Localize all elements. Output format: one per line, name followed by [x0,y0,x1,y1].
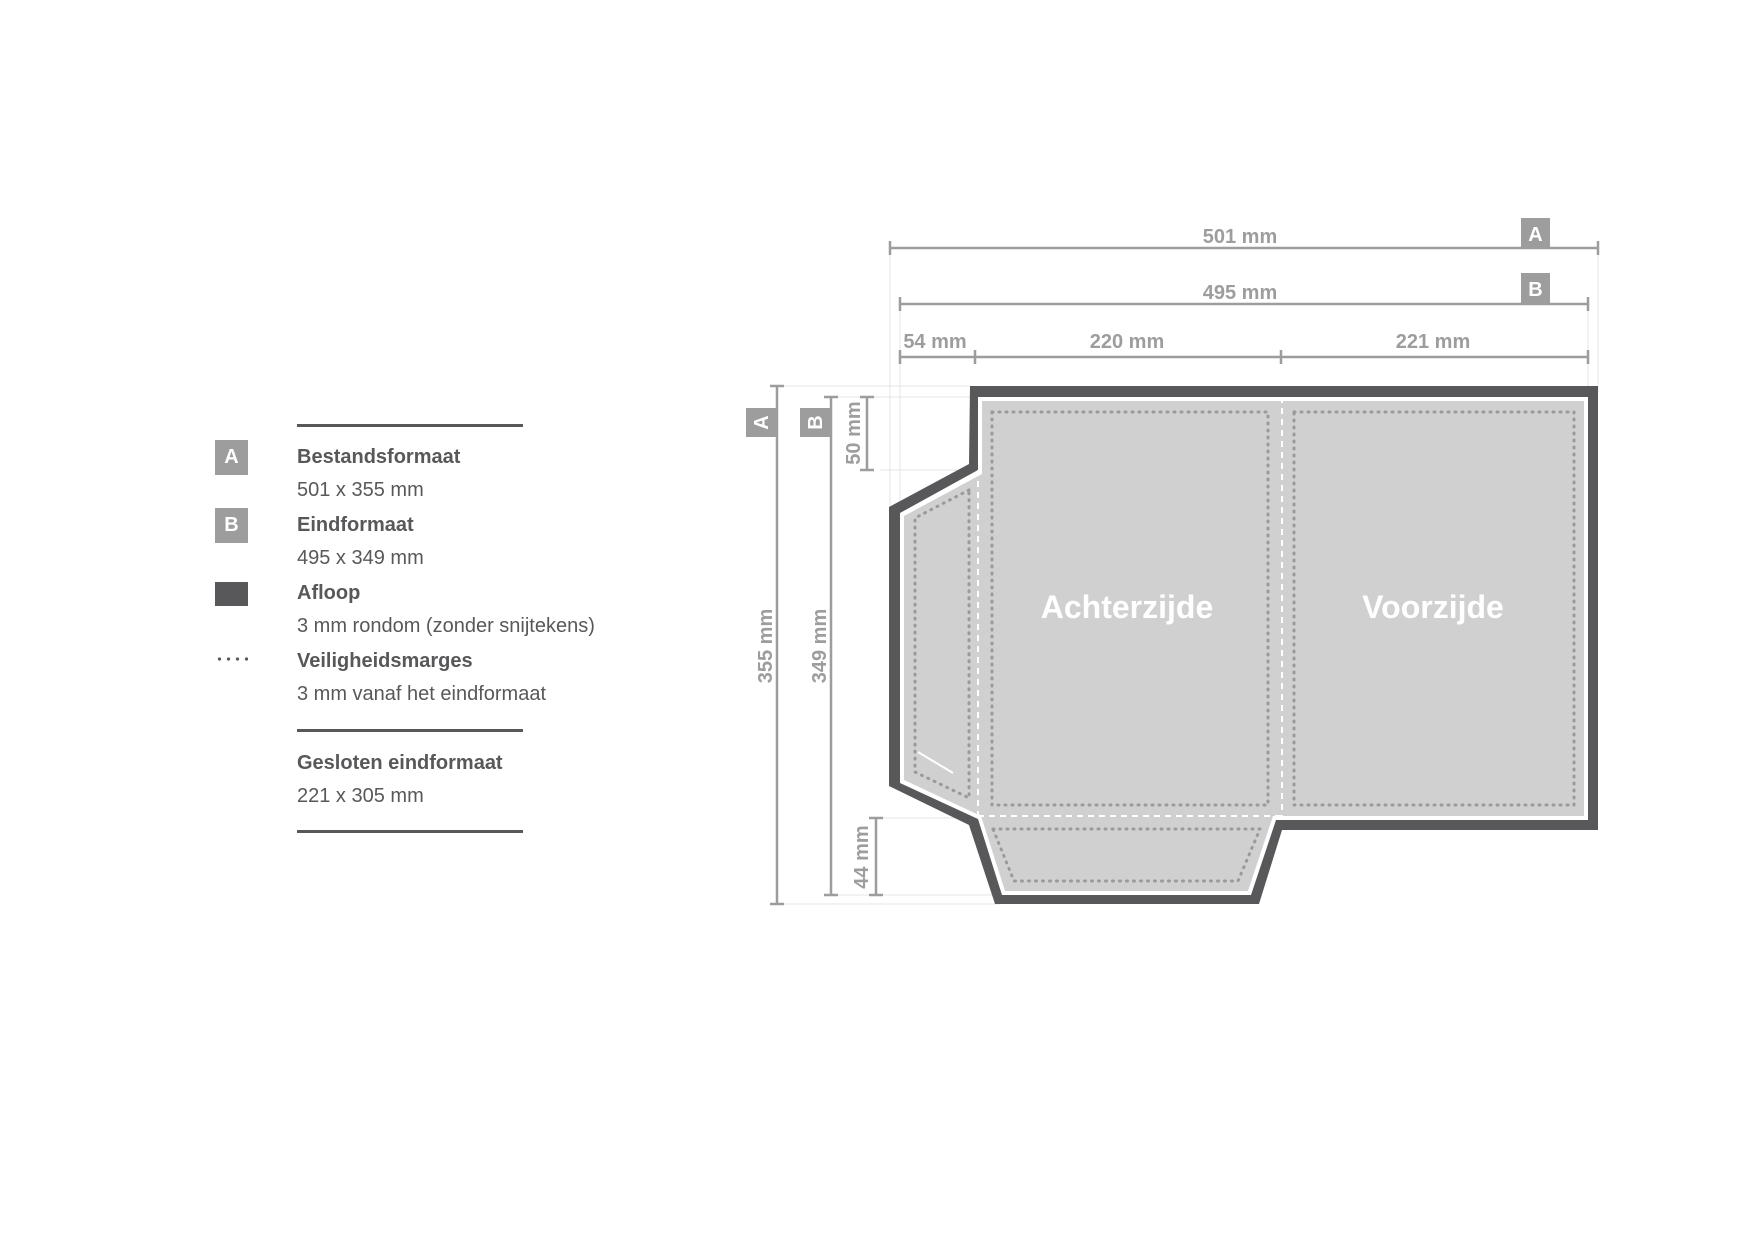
dim-back-width: 220 mm [1090,331,1165,353]
fold-lines [977,397,1283,817]
dim-height-b: 349 mm [809,609,831,684]
legend-bottom-rule [297,830,523,833]
dim-top-offset: 50 mm [843,401,865,464]
legend-label: Gesloten eindformaat [297,752,503,774]
safety-margin-lines [913,410,1576,883]
legend-label: Veiligheidsmarges [297,650,473,672]
panel-label-back: Achterzijde [1041,589,1213,625]
guide-lines [776,255,1599,905]
dim-flap-width: 54 mm [903,331,966,353]
dim-bottom-flap: 44 mm [851,825,873,888]
svg-text:A: A [1528,224,1542,246]
dim-width-a: 501 mm [1203,226,1278,248]
panel-label-front: Voorzijde [1362,589,1504,625]
legend-desc: 3 mm vanaf het eindformaat [297,683,547,705]
paper-fill [904,401,1584,891]
legend-mid-rule [297,729,523,732]
dimension-lines [770,241,1600,906]
dim-width-b: 495 mm [1203,282,1278,304]
legend-desc: 221 x 305 mm [297,785,424,807]
legend-top-rule [297,424,523,427]
badge-a: A [215,440,248,475]
badge-b-top: B [1521,273,1550,304]
legend-label: Bestandsformaat [297,446,461,468]
svg-text:B: B [805,415,827,429]
badge-a-top: A [1521,218,1550,249]
legend-desc: 501 x 355 mm [297,479,424,501]
card-slot [917,751,954,774]
dim-front-width: 221 mm [1396,331,1471,353]
bleed-swatch [215,582,248,606]
badge-a-side: A [746,408,777,437]
legend-desc: 3 mm rondom (zonder snijtekens) [297,615,595,637]
badge-b-side: B [800,408,831,437]
legend-label: Afloop [297,582,361,604]
badge-b: B [215,508,248,543]
legend-desc: 495 x 349 mm [297,547,424,569]
dim-height-a: 355 mm [755,609,777,684]
svg-text:A: A [751,415,773,429]
svg-text:B: B [1528,279,1542,301]
legend-label: Eindformaat [297,514,414,536]
